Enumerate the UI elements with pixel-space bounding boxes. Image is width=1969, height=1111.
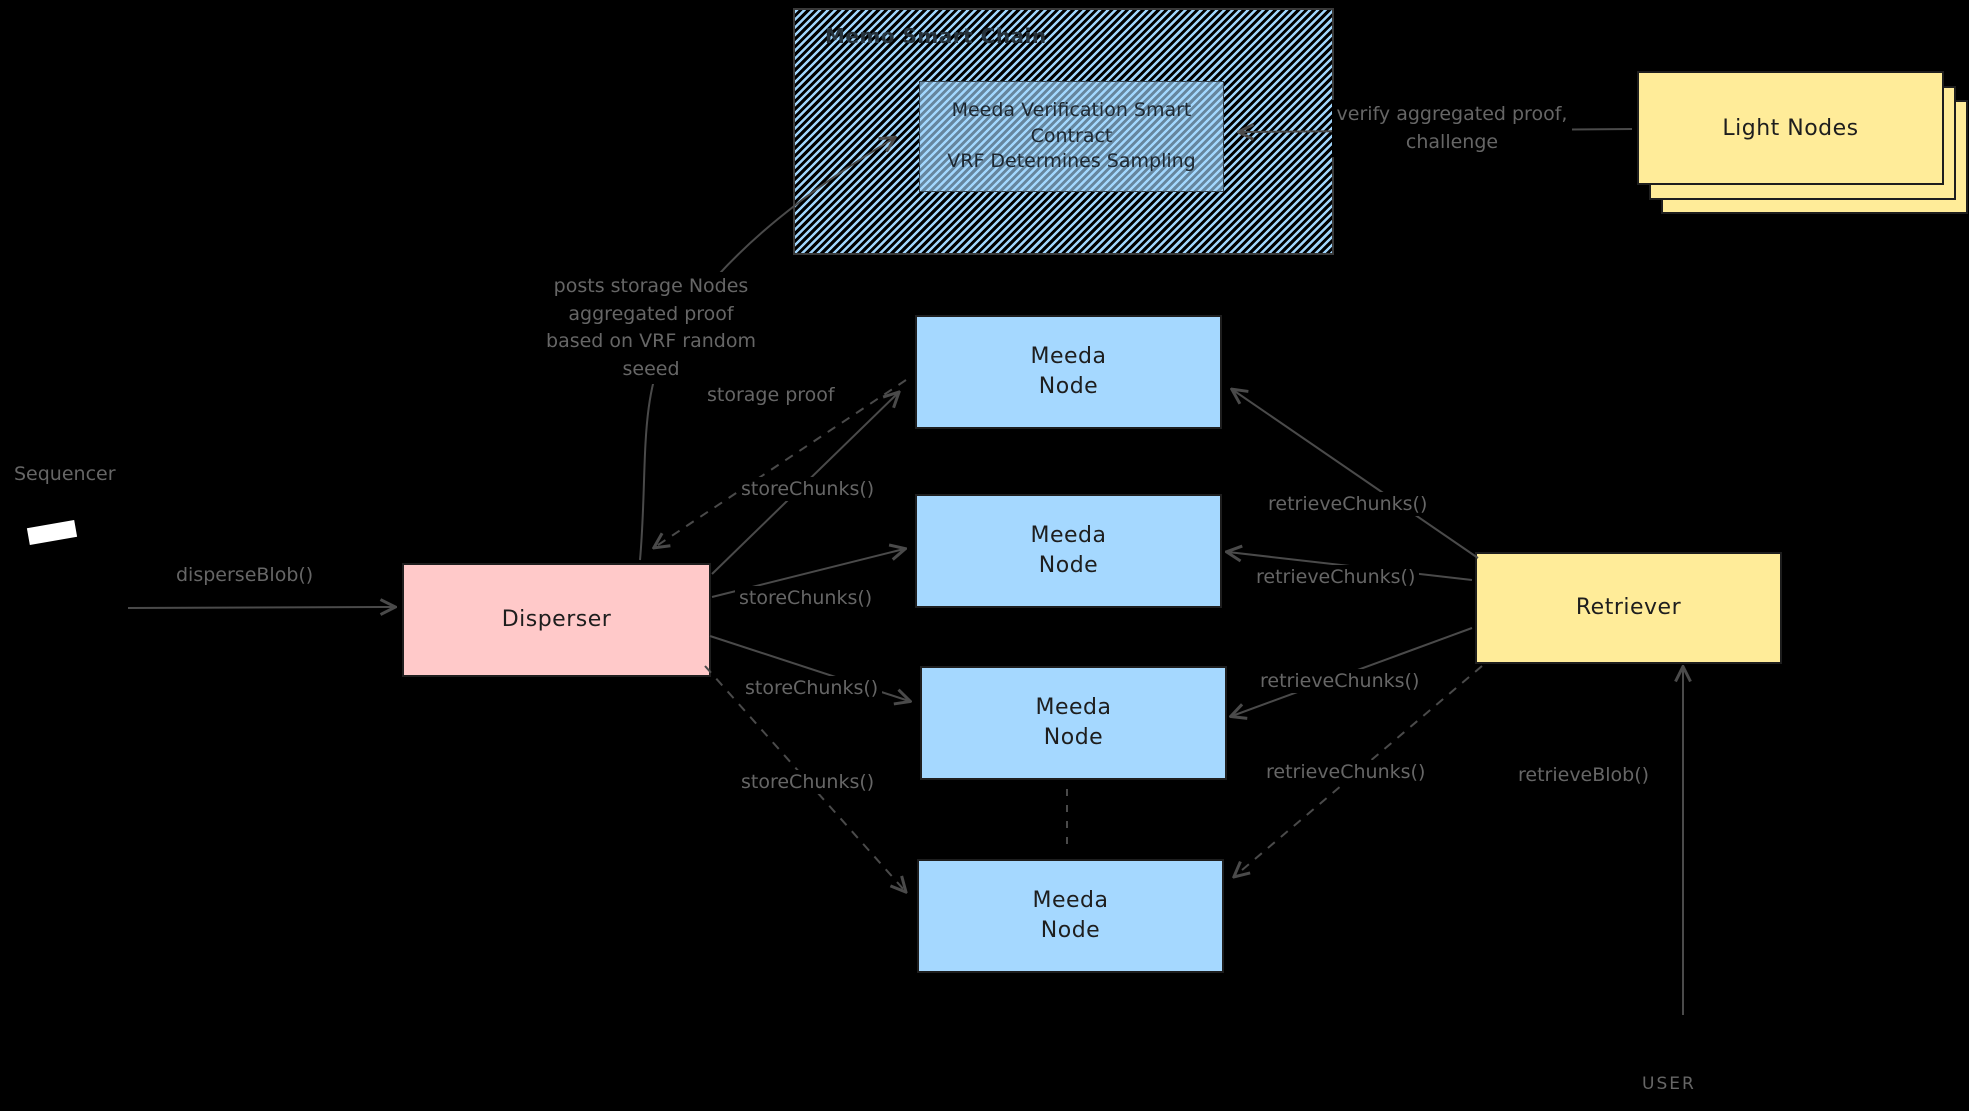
- disperser-label: Disperser: [501, 607, 612, 633]
- meeda-node-4-line2: Node: [1040, 918, 1101, 943]
- arrow-disperse-blob: [127, 607, 394, 608]
- label-posts-proof: posts storage Nodes aggregated proof bas…: [518, 272, 784, 385]
- verification-contract-box: Meeda Verification Smart Contract VRF De…: [919, 81, 1224, 192]
- label-retrieve-chunks-3: retrieveChunks(): [1256, 669, 1424, 693]
- label-disperse-blob: disperseBlob(): [172, 563, 318, 587]
- label-verify-l2: challenge: [1405, 130, 1499, 153]
- memo-smart-chain-title: Memo Smart Chain: [825, 24, 1047, 48]
- meeda-node-1-line2: Node: [1038, 374, 1099, 399]
- contract-label-line1: Meeda Verification Smart: [951, 99, 1192, 122]
- contract-label-line2: Contract: [1030, 124, 1113, 147]
- label-verify-l1: verify aggregated proof,: [1336, 103, 1568, 125]
- retriever-label: Retriever: [1575, 595, 1682, 621]
- meeda-node-3-line1: Meeda: [1035, 695, 1112, 721]
- label-store-chunks-4: storeChunks(): [737, 770, 879, 794]
- meeda-node-box-3: Meeda Node: [920, 666, 1227, 780]
- meeda-node-box-2: Meeda Node: [915, 494, 1222, 608]
- meeda-node-1-line1: Meeda: [1030, 344, 1107, 370]
- disperser-box: Disperser: [402, 563, 711, 677]
- arrow-retrieve-chunks-4: [1235, 665, 1483, 876]
- label-store-chunks-1: storeChunks(): [737, 477, 879, 501]
- label-posts-proof-l1: posts storage Nodes: [553, 275, 749, 297]
- light-nodes-label: Light Nodes: [1722, 115, 1859, 141]
- label-storage-proof: storage proof: [703, 383, 839, 407]
- user-label: USER: [1638, 1073, 1700, 1095]
- meeda-node-2-line2: Node: [1038, 553, 1099, 578]
- meeda-node-3-line2: Node: [1043, 725, 1104, 750]
- meeda-node-2-line1: Meeda: [1030, 523, 1107, 549]
- label-store-chunks-3: storeChunks(): [741, 676, 883, 700]
- label-posts-proof-l3: based on VRF random: [546, 330, 756, 353]
- retriever-box: Retriever: [1475, 552, 1782, 664]
- contract-label-line3: VRF Determines Sampling: [947, 150, 1196, 173]
- label-verify-challenge: verify aggregated proof, challenge: [1332, 100, 1572, 158]
- sequencer-label: Sequencer: [10, 462, 120, 486]
- label-retrieve-chunks-2: retrieveChunks(): [1252, 565, 1420, 589]
- light-nodes-stack: Light Nodes: [1637, 71, 1968, 214]
- meeda-node-box-4: Meeda Node: [917, 859, 1224, 973]
- label-retrieve-blob: retrieveBlob(): [1514, 763, 1654, 787]
- label-store-chunks-2: storeChunks(): [735, 586, 877, 610]
- arrow-retrieve-chunks-1: [1233, 390, 1479, 559]
- label-retrieve-chunks-4: retrieveChunks(): [1262, 760, 1430, 784]
- meeda-node-box-1: Meeda Node: [915, 315, 1222, 429]
- meeda-node-4-line1: Meeda: [1032, 888, 1109, 914]
- label-posts-proof-l2: aggregated proof: [568, 302, 734, 325]
- light-nodes-card-front: Light Nodes: [1637, 71, 1944, 185]
- label-posts-proof-l4: seeed: [622, 357, 680, 380]
- label-retrieve-chunks-1: retrieveChunks(): [1264, 492, 1432, 516]
